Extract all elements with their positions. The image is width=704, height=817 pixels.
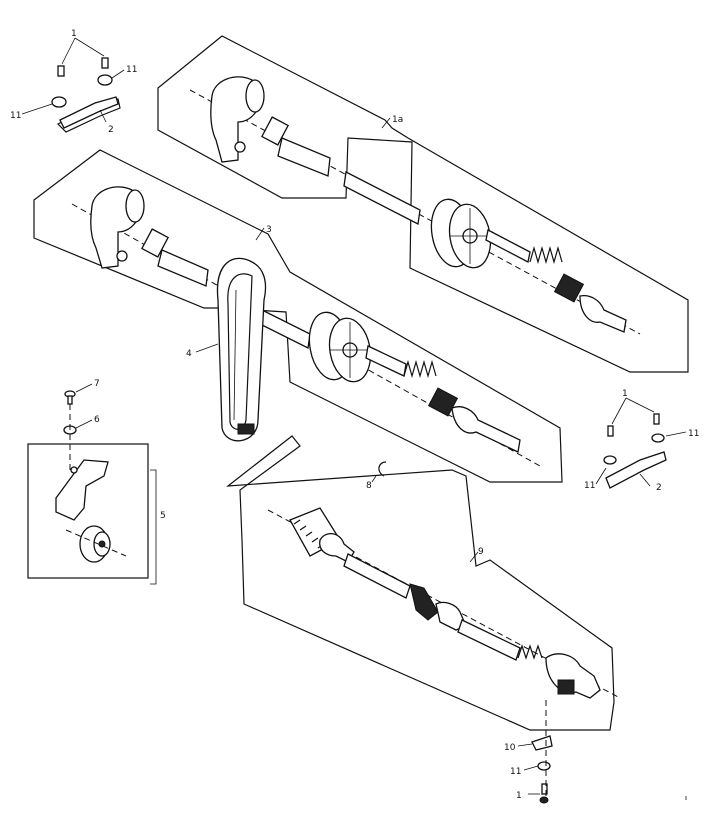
callout-7: 7: [94, 379, 100, 389]
drive-belt-4: 4: [186, 257, 267, 442]
callout-9: 9: [478, 547, 484, 557]
washer-11-right: [651, 433, 665, 443]
callout-1-top: 1: [71, 29, 77, 39]
callout-1a: 1a: [392, 115, 403, 125]
worm-gear-9: [409, 583, 439, 621]
belt-4: [216, 257, 267, 442]
washer-11-top-left: [51, 96, 67, 108]
hardware-stack-bottom: 10 11 1: [504, 700, 553, 804]
shaft-end-3: [451, 406, 521, 453]
screw-1-bottom: [541, 783, 548, 795]
screw-1-top-right: [101, 57, 109, 69]
callout-11-top-left: 11: [10, 111, 21, 121]
callout-6: 6: [94, 415, 100, 425]
bracket-2-right: [605, 451, 667, 489]
callout-8: 8: [366, 481, 372, 491]
spring-9: [517, 644, 543, 660]
assembly-outline-3: [33, 149, 563, 483]
spring-1a: [529, 245, 563, 265]
shaft-9-mid: [457, 619, 521, 661]
callout-1-bottom: 1: [516, 791, 522, 801]
bracket-2-top: [59, 96, 119, 129]
callout-11-right: 11: [688, 429, 699, 439]
drive-shaft-assembly-9: 9: [226, 435, 621, 731]
idler-bracket: [55, 459, 109, 521]
shaft-1a-left: [277, 137, 331, 177]
callout-5: 5: [160, 511, 166, 521]
callout-2-top: 2: [108, 125, 114, 135]
callout-1-right: 1: [622, 389, 628, 399]
shaft-end-1a: [579, 294, 627, 333]
shaft-assembly-3: 3: [33, 149, 563, 483]
idler-assembly-5: 5 7 6: [27, 379, 166, 585]
callout-11-top-right: 11: [126, 65, 137, 75]
callout-2-right: 2: [656, 483, 662, 493]
key-10: [531, 735, 553, 751]
callout-3: 3: [266, 225, 272, 235]
shaft-3-left: [157, 249, 209, 287]
shaft-assembly-1a: 1a: [157, 35, 689, 373]
assembly-outline-9: [226, 435, 615, 731]
callout-10: 10: [504, 743, 516, 753]
washer-11-bottom: [537, 761, 551, 771]
washer-11-top-right: [97, 74, 113, 86]
screw-1-right: [653, 413, 660, 425]
callout-11-right-left: 11: [584, 481, 595, 491]
assembly-outline-1a: [157, 35, 689, 373]
bracket-assembly-top-left: 1 11 11 2: [10, 29, 137, 135]
callout-4: 4: [186, 349, 192, 359]
callout-11-bottom: 11: [510, 767, 521, 777]
shaft-3-mid: [259, 309, 311, 349]
screw-1-top-left: [57, 65, 65, 77]
washer-11-right-left: [603, 455, 617, 465]
idler-box: [27, 443, 149, 579]
shaft-1a-mid: [343, 171, 421, 225]
shaft-9-left: [343, 553, 411, 599]
screw-1-right-left: [607, 425, 614, 437]
bracket-assembly-right: 1 11 11 2: [584, 389, 699, 493]
spring-3: [403, 359, 437, 379]
